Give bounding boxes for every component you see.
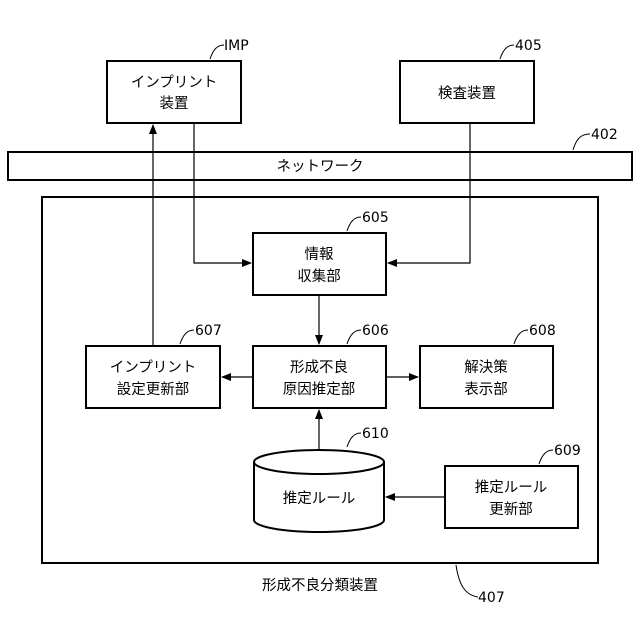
solution-display-box: 解決策 表示部 xyxy=(420,346,553,408)
estimation-rule-updater-label-line1: 推定ルール xyxy=(475,479,548,496)
defect-cause-estimator-label-line2: 原因推定部 xyxy=(283,381,356,398)
imprint-apparatus-label-line2: 装置 xyxy=(160,95,189,112)
solution-display-label-line2: 表示部 xyxy=(464,381,508,398)
network-ref: 402 xyxy=(573,127,618,150)
inspection-apparatus-ref: 405 xyxy=(500,38,542,59)
network-bar: ネットワーク xyxy=(8,152,632,180)
inspection-apparatus-box: 検査装置 xyxy=(400,61,534,123)
imprint-apparatus-box: インプリント 装置 xyxy=(107,61,241,123)
svg-text:608: 608 xyxy=(529,323,556,339)
svg-text:606: 606 xyxy=(362,323,389,339)
information-collector-label-line1: 情報 xyxy=(305,246,334,263)
classifier-ref: 407 xyxy=(456,565,505,606)
imprint-setting-updater-label-line2: 設定更新部 xyxy=(117,381,190,398)
svg-text:405: 405 xyxy=(515,38,542,54)
defect-cause-estimator-box: 形成不良 原因推定部 xyxy=(253,346,386,408)
information-collector-box: 情報 収集部 xyxy=(253,233,386,295)
svg-text:407: 407 xyxy=(478,590,505,606)
imprint-setting-updater-label-line1: インプリント xyxy=(110,359,197,376)
imprint-setting-updater-box: インプリント 設定更新部 xyxy=(86,346,220,408)
svg-text:402: 402 xyxy=(591,127,618,143)
estimation-rule-updater-box: 推定ルール 更新部 xyxy=(445,466,578,528)
defect-cause-estimator-label-line1: 形成不良 xyxy=(290,359,348,376)
estimation-rule-updater-label-line2: 更新部 xyxy=(489,501,533,518)
svg-text:607: 607 xyxy=(195,323,222,339)
estimation-rules-label: 推定ルール xyxy=(283,490,356,507)
solution-display-label-line1: 解決策 xyxy=(464,359,508,376)
classifier-label: 形成不良分類装置 xyxy=(262,577,378,594)
estimation-rules-database: 推定ルール xyxy=(254,450,384,532)
inspection-apparatus-label: 検査装置 xyxy=(438,85,496,102)
network-label: ネットワーク xyxy=(277,158,364,175)
svg-text:609: 609 xyxy=(554,443,581,459)
imprint-apparatus-label-line1: インプリント xyxy=(131,74,218,91)
svg-text:IMP: IMP xyxy=(224,38,249,54)
imprint-apparatus-ref: IMP xyxy=(210,38,249,59)
svg-text:605: 605 xyxy=(362,210,389,226)
svg-text:610: 610 xyxy=(362,426,389,442)
information-collector-label-line2: 収集部 xyxy=(297,268,341,285)
